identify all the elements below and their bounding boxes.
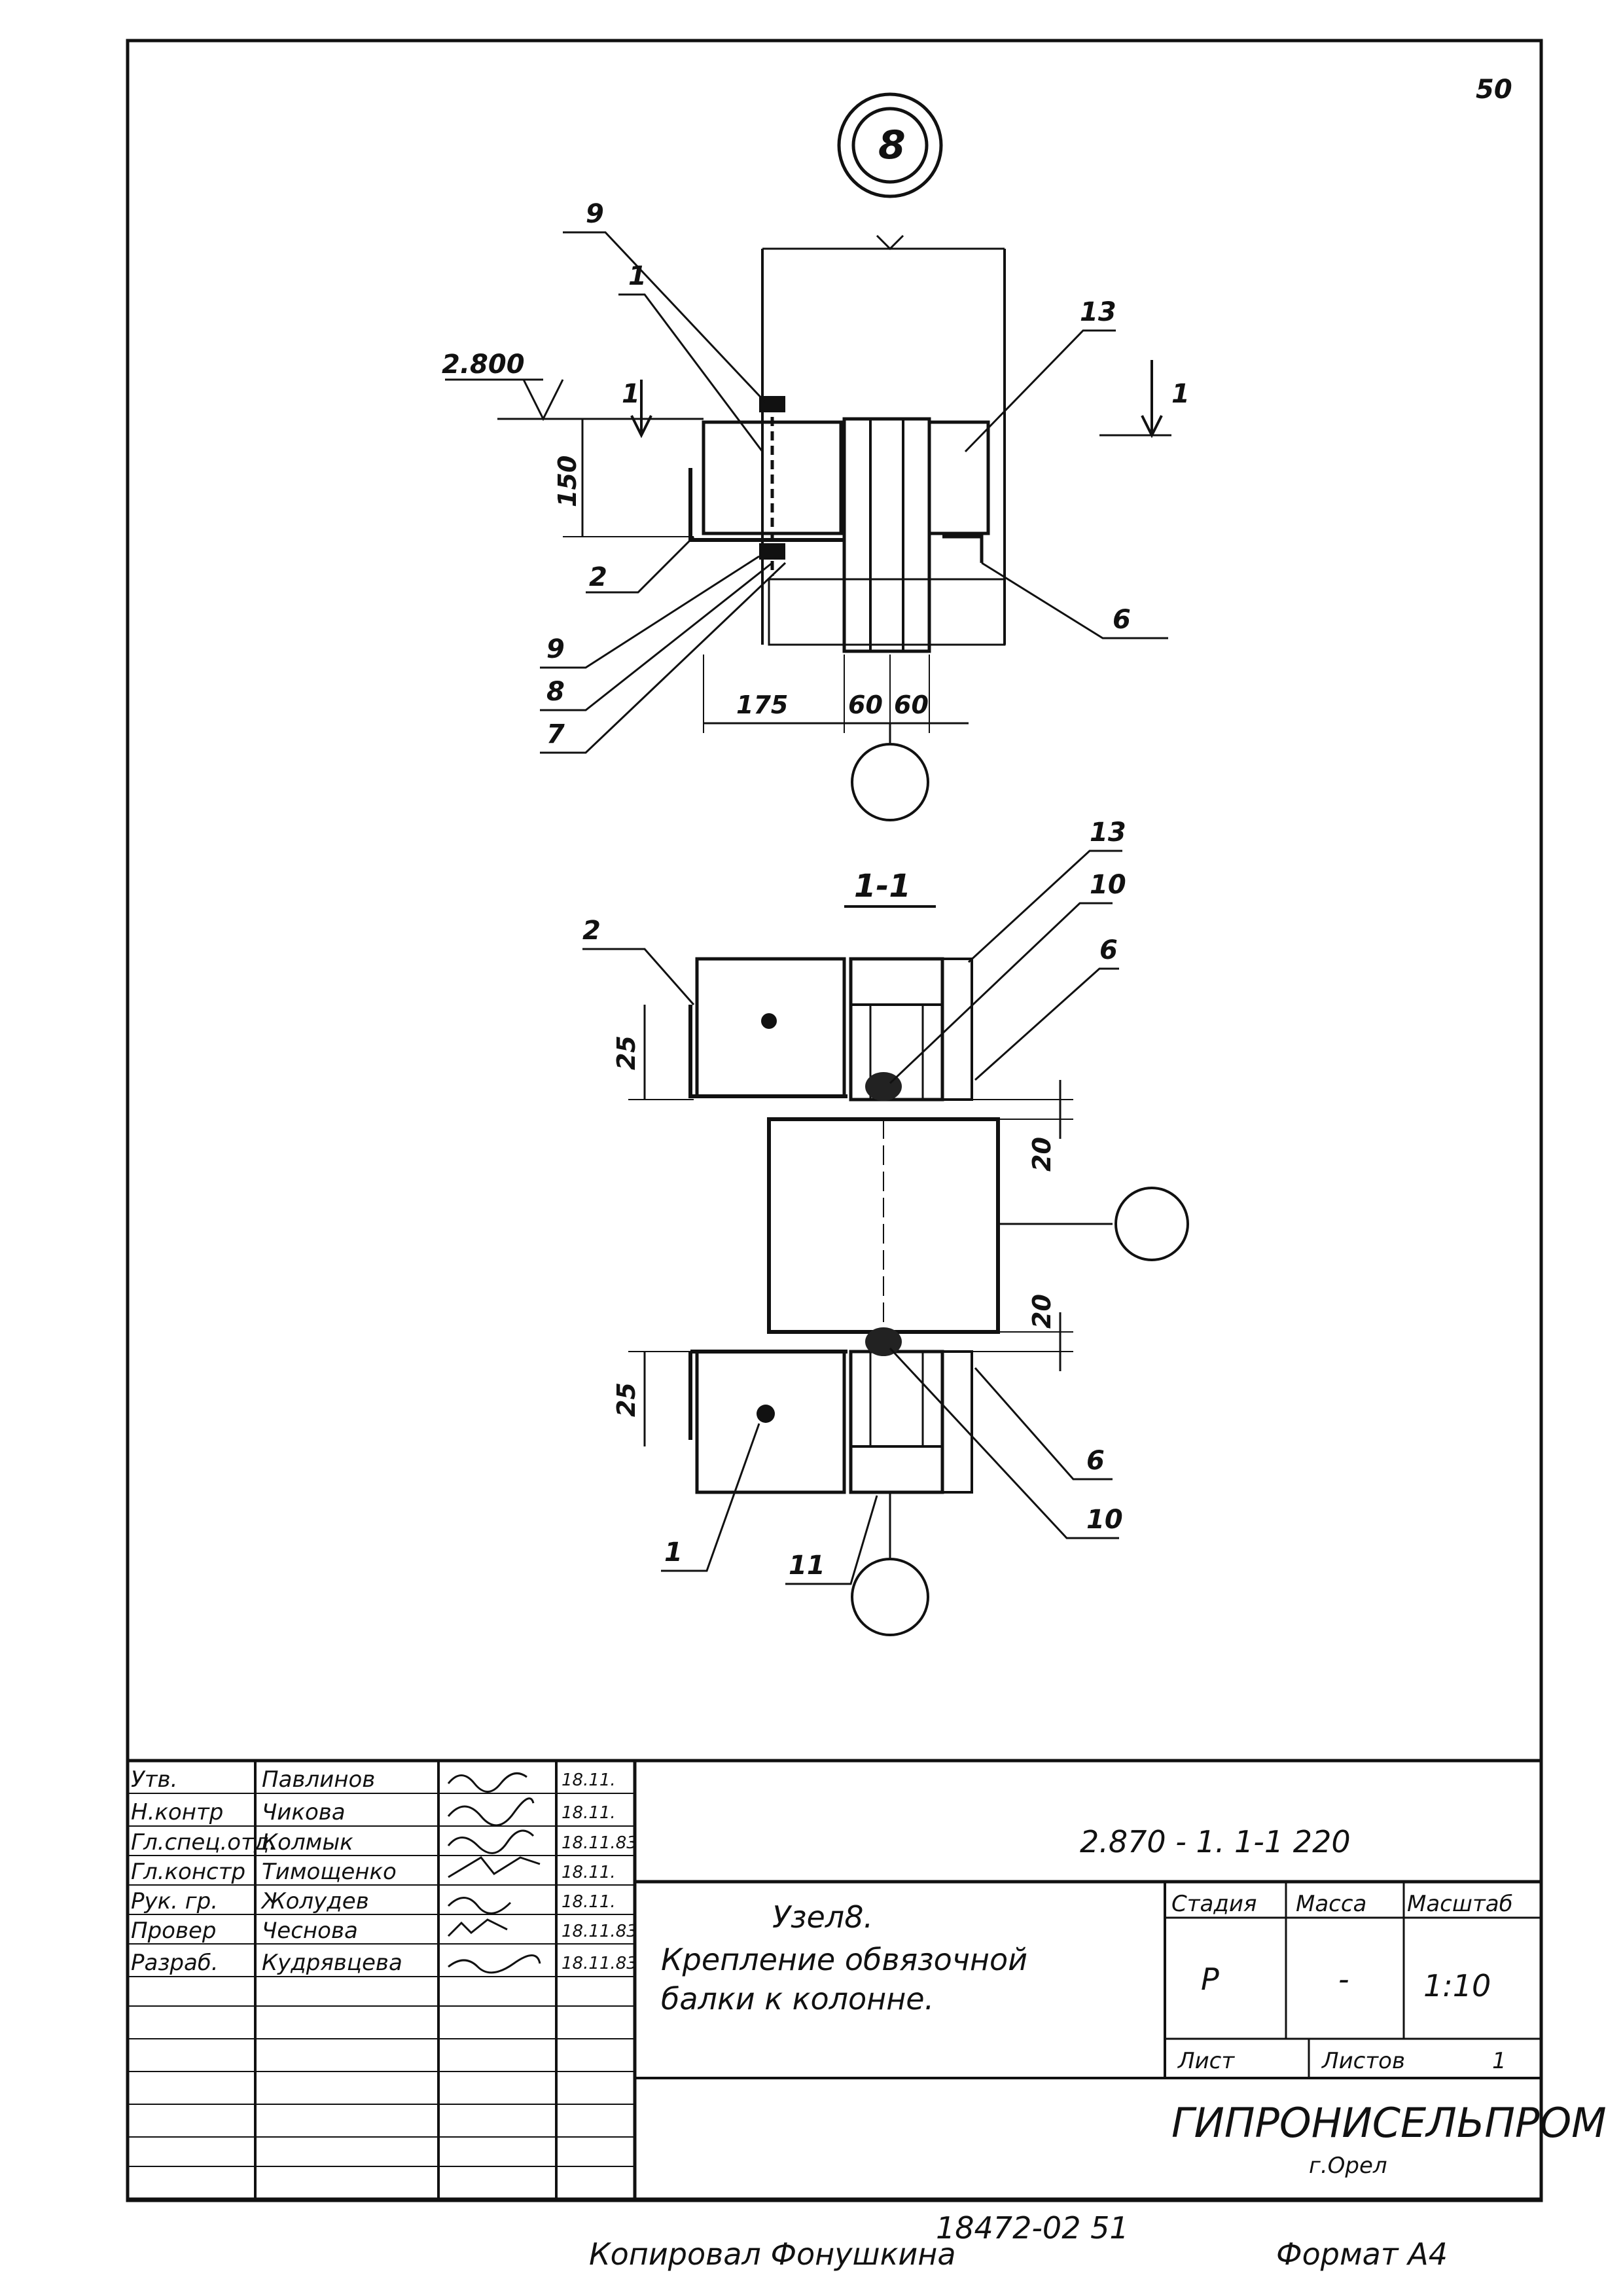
top-dim-60b: 60 <box>894 691 929 719</box>
axis-bubble-bottom <box>851 1558 929 1636</box>
title-block: Утв. Н.контр Гл.спец.отд. Гл.констр Рук.… <box>128 1759 1607 2201</box>
copied-by: Копировал Фонушкина <box>589 2236 956 2272</box>
tb-name-0: Павлинов <box>262 1767 375 1793</box>
sec-dim-20-bottom: 20 <box>1027 1294 1056 1329</box>
sec-callout-10a: 10 <box>1090 870 1126 900</box>
section-view: 1-1 25 25 <box>582 817 1189 1636</box>
desc-line-1: Крепление обвязочной <box>661 1942 1027 1977</box>
stage-label: Стадия <box>1171 1891 1257 1917</box>
top-callout-9a: 9 <box>586 199 604 229</box>
scale-value: 1:10 <box>1423 1968 1491 2003</box>
sheet-number: 50 <box>1476 75 1512 105</box>
axis-bubble-right <box>1115 1187 1189 1261</box>
doc-code: 2.870 - 1. 1-1 220 <box>1080 1824 1351 1859</box>
steel-angle <box>688 468 844 542</box>
section-mark-right: 1 <box>1171 379 1190 409</box>
node-number: 8 <box>878 122 906 168</box>
top-callout-13: 13 <box>1080 297 1116 327</box>
sheets-label: Листов <box>1321 2048 1405 2074</box>
tb-name-4: Жолудев <box>260 1888 369 1914</box>
tb-name-3: Тимощенко <box>262 1859 397 1885</box>
sec-callout-6a: 6 <box>1099 935 1118 965</box>
tb-date-4: 18.11. <box>562 1892 616 1912</box>
top-view: 2.800 1 1 150 175 60 60 9 1 13 2 <box>442 199 1190 821</box>
tb-role-5: Провер <box>131 1918 217 1944</box>
inventory-number: 18472-02 51 <box>936 2210 1129 2246</box>
sec-callout-1: 1 <box>664 1537 683 1568</box>
tb-name-2: Колмык <box>262 1829 353 1856</box>
section-title: 1-1 <box>854 868 911 905</box>
desc-line-2: балки к колонне. <box>661 1981 934 2017</box>
tb-date-2: 18.11.83 <box>562 1833 637 1853</box>
top-callout-1: 1 <box>628 261 647 291</box>
elevation-label: 2.800 <box>442 350 525 380</box>
format-label: Формат А4 <box>1276 2236 1448 2272</box>
mass-value: - <box>1338 1962 1349 1997</box>
scale-label: Масштаб <box>1407 1891 1513 1917</box>
mass-label: Масса <box>1296 1891 1366 1917</box>
sheet-label: Лист <box>1177 2048 1235 2074</box>
top-callout-8: 8 <box>546 677 565 707</box>
top-callout-7: 7 <box>546 719 565 749</box>
sec-callout-2: 2 <box>582 916 601 946</box>
axis-bubble <box>851 743 929 821</box>
tb-role-3: Гл.констр <box>131 1859 245 1885</box>
tb-name-1: Чикова <box>262 1799 346 1825</box>
lower-wood-beam <box>695 1350 846 1494</box>
node-marker: 8 <box>837 92 943 198</box>
top-dim-175: 175 <box>736 691 788 719</box>
stage-value: Р <box>1201 1962 1219 1997</box>
tb-name-6: Кудрявцева <box>262 1950 402 1976</box>
desc-line-0: Узел8. <box>772 1899 873 1935</box>
tb-date-1: 18.11. <box>562 1803 616 1823</box>
top-dim-60a: 60 <box>848 691 883 719</box>
tb-date-6: 18.11.83 <box>562 1954 637 1973</box>
sec-dim-25-top: 25 <box>612 1035 641 1070</box>
section-mark-left: 1 <box>622 379 640 409</box>
tb-role-1: Н.контр <box>131 1799 223 1825</box>
sec-dim-20-top: 20 <box>1027 1137 1056 1172</box>
top-callout-2: 2 <box>589 562 607 592</box>
sec-callout-11: 11 <box>789 1551 825 1581</box>
tb-date-3: 18.11. <box>562 1863 616 1882</box>
tb-name-5: Чеснова <box>262 1918 358 1944</box>
tb-role-6: Разраб. <box>131 1950 219 1976</box>
sheets-value: 1 <box>1492 2048 1507 2074</box>
sec-callout-13: 13 <box>1090 817 1126 848</box>
tb-date-5: 18.11.83 <box>562 1922 637 1941</box>
org-name: ГИПРОНИСЕЛЬПРОМ <box>1171 2099 1607 2147</box>
sec-dim-25-bottom: 25 <box>612 1382 641 1417</box>
tb-role-0: Утв. <box>131 1767 177 1793</box>
tb-role-2: Гл.спец.отд. <box>131 1829 276 1856</box>
top-callout-9b: 9 <box>546 634 565 664</box>
tb-role-4: Рук. гр. <box>131 1888 218 1914</box>
sec-callout-10b: 10 <box>1086 1505 1123 1535</box>
top-callout-6: 6 <box>1113 605 1131 635</box>
org-city: г.Орел <box>1309 2153 1387 2179</box>
top-dim-150: 150 <box>553 456 582 507</box>
signatures <box>447 1772 541 1974</box>
sec-callout-6b: 6 <box>1086 1446 1105 1476</box>
tb-date-0: 18.11. <box>562 1770 616 1790</box>
